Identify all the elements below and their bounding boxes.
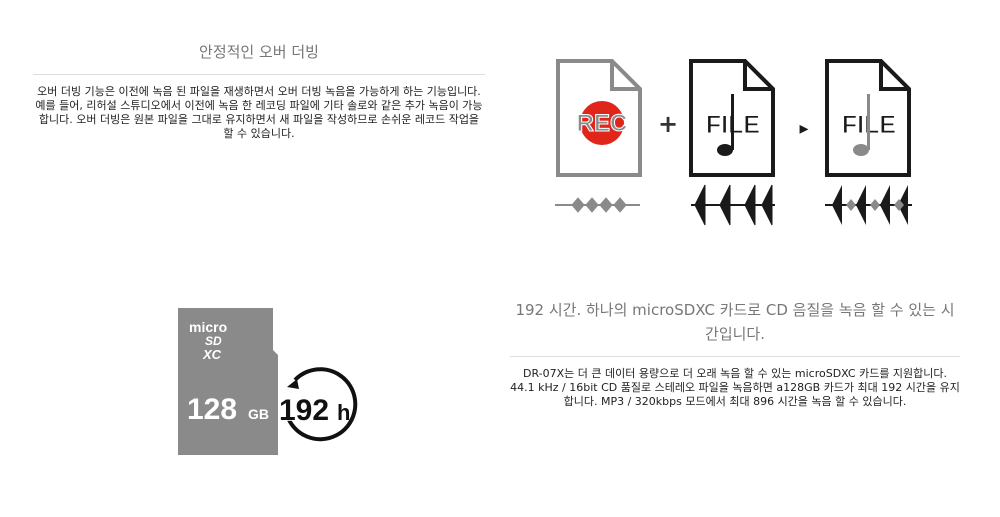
recording-time-section: 192 시간. 하나의 microSDXC 카드로 CD 음질을 녹음 할 수 … <box>510 298 960 409</box>
divider <box>510 356 960 357</box>
merged-waveform-icon <box>825 185 912 225</box>
rec-label: REC <box>577 110 628 137</box>
card-logo-xc: XC <box>202 347 222 362</box>
overdub-title: 안정적인 오버 더빙 <box>199 43 319 61</box>
microsdxc-card-illustration: micro SD XC 128 GB 192 h <box>178 308 358 455</box>
card-capacity: 128 <box>187 393 237 426</box>
rec-file-icon: REC <box>556 59 642 177</box>
card-logo-sd: SD <box>205 334 222 348</box>
card-logo-micro: micro <box>189 319 227 335</box>
overdub-description: 오버 더빙 기능은 이전에 녹음 된 파일을 재생하면서 오버 더빙 녹음을 가… <box>35 85 483 140</box>
file-icon: FILE <box>689 59 775 177</box>
card-capacity-unit: GB <box>248 406 269 422</box>
recording-time-title: 192 시간. 하나의 microSDXC 카드로 CD 음질을 녹음 할 수 … <box>515 301 955 343</box>
plus-sign: + <box>658 110 678 138</box>
file-waveform-icon <box>691 184 775 226</box>
hours-unit: h <box>337 400 350 425</box>
merged-file-icon: FILE <box>825 59 911 177</box>
clock-hours-icon: 192 h <box>278 367 358 442</box>
overdub-diagram: REC + FILE ▸ FILE <box>555 59 912 226</box>
overdub-section: 안정적인 오버 더빙 오버 더빙 기능은 이전에 녹음 된 파일을 재생하면서 … <box>33 40 485 141</box>
recording-time-description: DR-07X는 더 큰 데이터 용량으로 더 오래 녹음 할 수 있는 micr… <box>510 367 960 408</box>
divider <box>33 74 485 75</box>
rec-waveform-icon <box>555 197 640 213</box>
arrow-icon: ▸ <box>799 118 808 139</box>
hours-number: 192 <box>279 394 329 427</box>
